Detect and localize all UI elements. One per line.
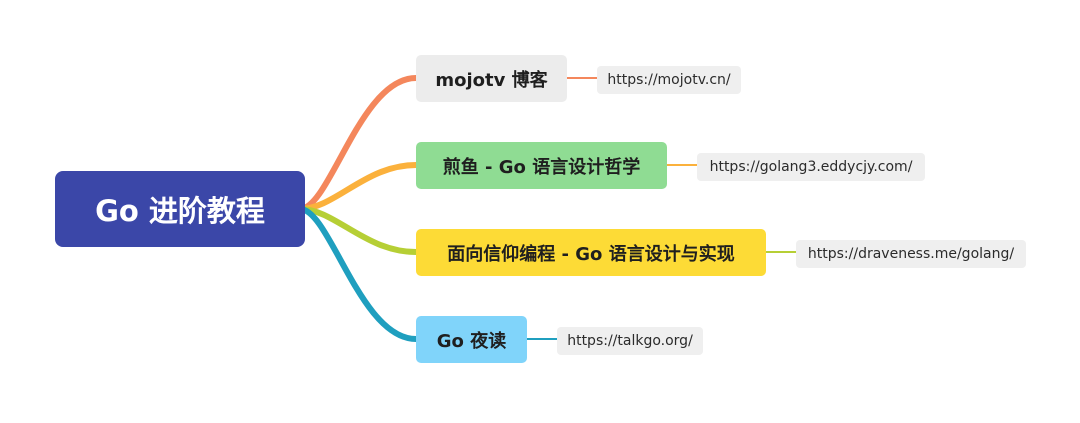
connector-root-branch-4 [297, 206, 419, 342]
link-talkgo[interactable]: https://talkgo.org/ [557, 327, 703, 355]
branch-topic-eddycjy: 煎鱼 - Go 语言设计哲学 [416, 142, 667, 189]
root-topic-label: Go 进阶教程 [95, 194, 265, 228]
link-url: https://draveness.me/golang/ [807, 246, 1015, 262]
link-url: https://mojotv.cn/ [607, 72, 731, 88]
link-mojotv[interactable]: https://mojotv.cn/ [597, 66, 741, 94]
connector-root-branch-2 [297, 162, 419, 212]
connector-root-branch-1 [297, 75, 419, 212]
connector-root-branch-3 [297, 206, 419, 255]
branch-topic-label: 煎鱼 - Go 语言设计哲学 [442, 156, 641, 178]
branch-topic-label: 面向信仰编程 - Go 语言设计与实现 [447, 243, 735, 265]
link-url: https://talkgo.org/ [567, 333, 693, 349]
branch-topic-talkgo: Go 夜读 [416, 316, 527, 363]
branch-topic-draveness: 面向信仰编程 - Go 语言设计与实现 [416, 229, 766, 276]
link-eddycjy[interactable]: https://golang3.eddycjy.com/ [697, 153, 925, 181]
branch-topic-mojotv: mojotv 博客 [416, 55, 567, 102]
branch-topic-label: mojotv 博客 [435, 69, 548, 91]
link-url: https://golang3.eddycjy.com/ [709, 159, 913, 175]
link-draveness[interactable]: https://draveness.me/golang/ [796, 240, 1026, 268]
branch-topic-label: Go 夜读 [436, 330, 507, 352]
root-topic: Go 进阶教程 [55, 171, 305, 247]
